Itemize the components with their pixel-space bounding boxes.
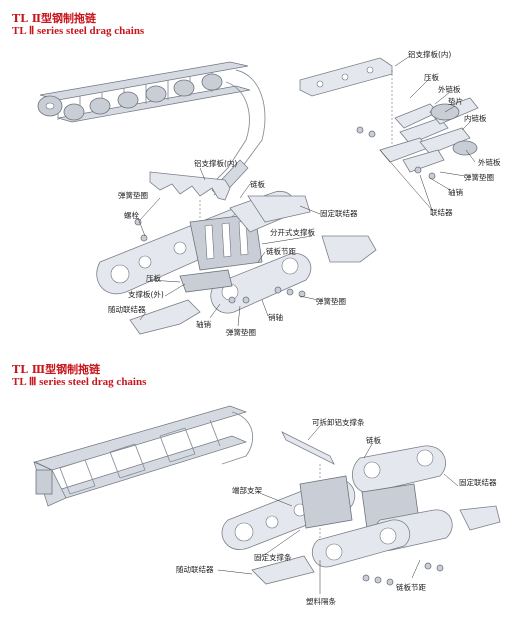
tl2-small-exploded bbox=[299, 55, 479, 211]
label-moving-connector-iii: 随动联结器 bbox=[176, 565, 214, 574]
section-iii-title-cn: TL Ⅲ型钢制拖链 bbox=[12, 363, 101, 376]
section-ii-title-en: TL Ⅱ series steel drag chains bbox=[12, 25, 145, 37]
label-bracket-outer: 支撑板(外) bbox=[128, 290, 164, 299]
label-pressure-plate-main: 压板 bbox=[146, 274, 161, 283]
label-al-bracket-inner-main: 铝支撑板(内) bbox=[194, 159, 238, 168]
section-iii-title-en: TL Ⅲ series steel drag chains bbox=[12, 376, 147, 388]
label-pressure-plate-top: 压板 bbox=[424, 73, 439, 82]
section-ii-title-cn: TL Ⅱ型钢制拖链 bbox=[12, 12, 97, 25]
label-outer-link-top: 外链板 bbox=[438, 85, 461, 94]
label-link-pitch-ii: 链板节距 bbox=[266, 247, 296, 256]
label-shaft-pin-main: 轴销 bbox=[196, 320, 211, 329]
label-gasket-top: 垫片 bbox=[448, 97, 463, 106]
tl3-exploded bbox=[217, 425, 501, 594]
label-end-bracket: 端部支架 bbox=[232, 486, 262, 495]
label-inner-link-top: 内链板 bbox=[464, 114, 487, 123]
label-pin-shaft: 销轴 bbox=[268, 313, 283, 322]
label-spring-washer-bottom2: 弹簧垫圈 bbox=[226, 328, 256, 337]
label-moving-connector-ii: 随动联结器 bbox=[108, 305, 146, 314]
label-split-bracket: 分开式支撑板 bbox=[270, 228, 315, 237]
label-fixed-connector-ii: 固定联结器 bbox=[320, 209, 358, 218]
label-connector-right: 联结器 bbox=[430, 208, 453, 217]
label-spring-washer-right: 弹簧垫圈 bbox=[464, 173, 494, 182]
label-outer-link-right: 外链板 bbox=[478, 158, 501, 167]
label-fixed-connector-iii: 固定联结器 bbox=[459, 478, 497, 487]
label-plastic-divider: 塑料隔条 bbox=[306, 597, 336, 606]
label-al-bracket-inner-top: 铝支撑板(内) bbox=[408, 50, 452, 59]
label-link-plate-ii: 链板 bbox=[250, 180, 265, 189]
label-shaft-pin-right: 轴销 bbox=[448, 188, 463, 197]
label-spring-washer-bottom1: 弹簧垫圈 bbox=[316, 297, 346, 306]
label-removable-al-strip: 可拆卸铝支撑条 bbox=[312, 418, 365, 427]
tl3-chain-photo bbox=[33, 405, 254, 507]
label-link-pitch-iii: 链板节距 bbox=[396, 583, 426, 592]
label-spring-washer-main: 弹簧垫圈 bbox=[118, 191, 148, 200]
label-fixed-support-strip: 固定支撑条 bbox=[254, 553, 292, 562]
tl2-main-exploded bbox=[96, 167, 377, 335]
label-bolt: 螺栓 bbox=[124, 211, 139, 220]
label-link-plate-iii: 链板 bbox=[366, 436, 381, 445]
